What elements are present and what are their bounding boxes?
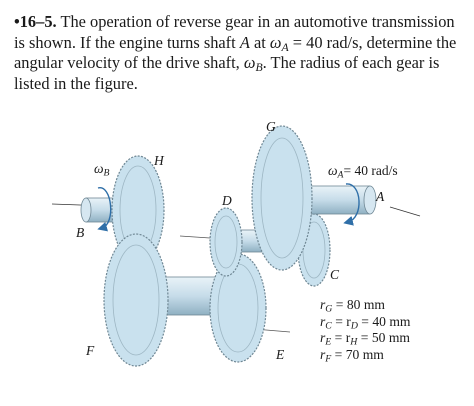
radius-g: rG = 80 mm — [320, 297, 385, 315]
label-f: F — [86, 343, 95, 358]
problem-text-2: at — [253, 32, 266, 52]
label-b: B — [76, 225, 85, 240]
label-d: D — [222, 193, 232, 208]
problem-text-1: The operation of reverse gear in an auto… — [14, 12, 455, 52]
shaft-a-leader — [389, 206, 421, 217]
radius-c-d: rC = rD = 40 mm — [320, 313, 411, 331]
label-omega-b: ωB — [94, 161, 110, 179]
gear-figure: G H D A B C E F ωB ωA= 40 rad/s — [0, 112, 474, 401]
label-h: H — [154, 153, 164, 168]
omega-b-subscript: B — [255, 59, 263, 74]
gear-f — [103, 233, 219, 367]
omega-a-arrow — [343, 183, 360, 226]
problem-text-3: = 40 rad/s, determine the angular veloci… — [14, 32, 457, 73]
label-g: G — [266, 119, 276, 134]
label-a: A — [376, 189, 385, 204]
label-c: C — [330, 267, 340, 282]
problem-text-4: . The radius of each gear is listed in t… — [14, 53, 440, 93]
omega-a-symbol: ω — [269, 32, 282, 52]
problem-number: •16–5. — [14, 12, 57, 31]
omega-a-subscript: A — [281, 39, 289, 54]
omega-b-arrow — [97, 187, 112, 232]
gear-drawing — [51, 125, 421, 367]
omega-b-symbol: ω — [243, 53, 256, 72]
radius-f: rF = 70 mm — [320, 346, 384, 364]
problem-statement: •16–5. The operation of reverse gear in … — [14, 12, 464, 94]
label-e: E — [276, 347, 285, 362]
gear-radii-list: rG = 80 mm rC = rD = 40 mm rE = rH = 50 … — [320, 297, 411, 363]
shaft-a-symbol: A — [239, 32, 250, 52]
label-omega-a: ωA= 40 rad/s — [328, 163, 398, 181]
radius-e-h: rE = rH = 50 mm — [320, 330, 410, 348]
gear-g — [251, 125, 313, 271]
